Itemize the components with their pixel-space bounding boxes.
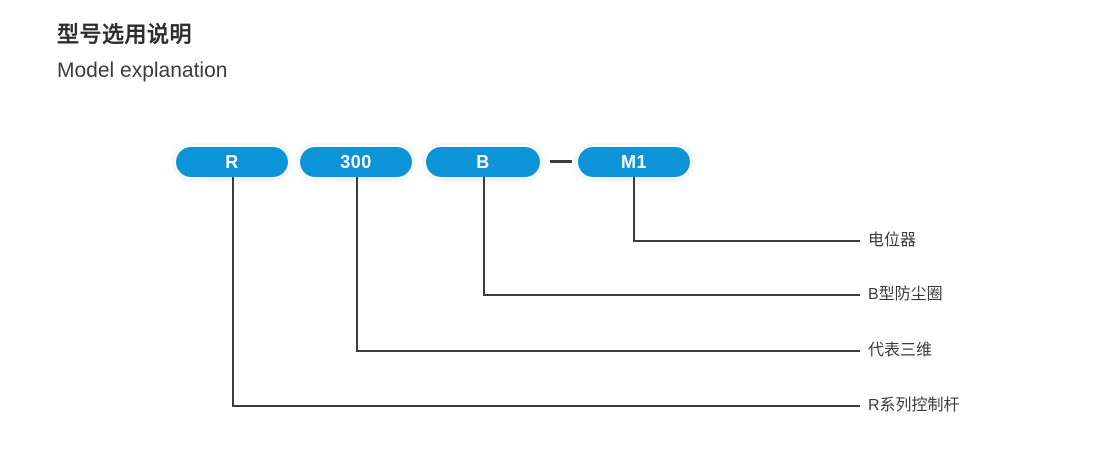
callout-label-r-series-lever: R系列控制杆 <box>868 397 960 414</box>
pill-r-label: R <box>225 152 239 172</box>
leader-line-vertical-300 <box>356 177 358 352</box>
page-heading-block: 型号选用说明 Model explanation <box>57 20 227 86</box>
pill-b: B <box>426 147 540 177</box>
pill-b-label: B <box>476 152 490 172</box>
callout-label-three-dimension: 代表三维 <box>868 342 933 359</box>
leader-line-horizontal-b <box>483 294 860 296</box>
leader-line-vertical-r <box>232 177 234 407</box>
page-title-english: Model explanation <box>57 59 228 82</box>
leader-line-vertical-m1 <box>633 177 635 242</box>
callout-label-potentiometer: 电位器 <box>868 232 917 249</box>
pill-300-label: 300 <box>340 152 372 172</box>
leader-line-horizontal-r <box>232 405 860 407</box>
callout-label-dust-ring: B型防尘圈 <box>868 286 943 303</box>
leader-line-horizontal-m1 <box>633 240 860 242</box>
pill-r: R <box>176 147 288 177</box>
page-title-chinese: 型号选用说明 <box>57 22 193 47</box>
pill-m1: M1 <box>578 147 690 177</box>
code-separator-dash <box>550 160 572 163</box>
leader-line-horizontal-300 <box>356 350 860 352</box>
pill-m1-label: M1 <box>620 152 647 172</box>
leader-line-vertical-b <box>483 177 485 296</box>
pill-300: 300 <box>300 147 412 177</box>
